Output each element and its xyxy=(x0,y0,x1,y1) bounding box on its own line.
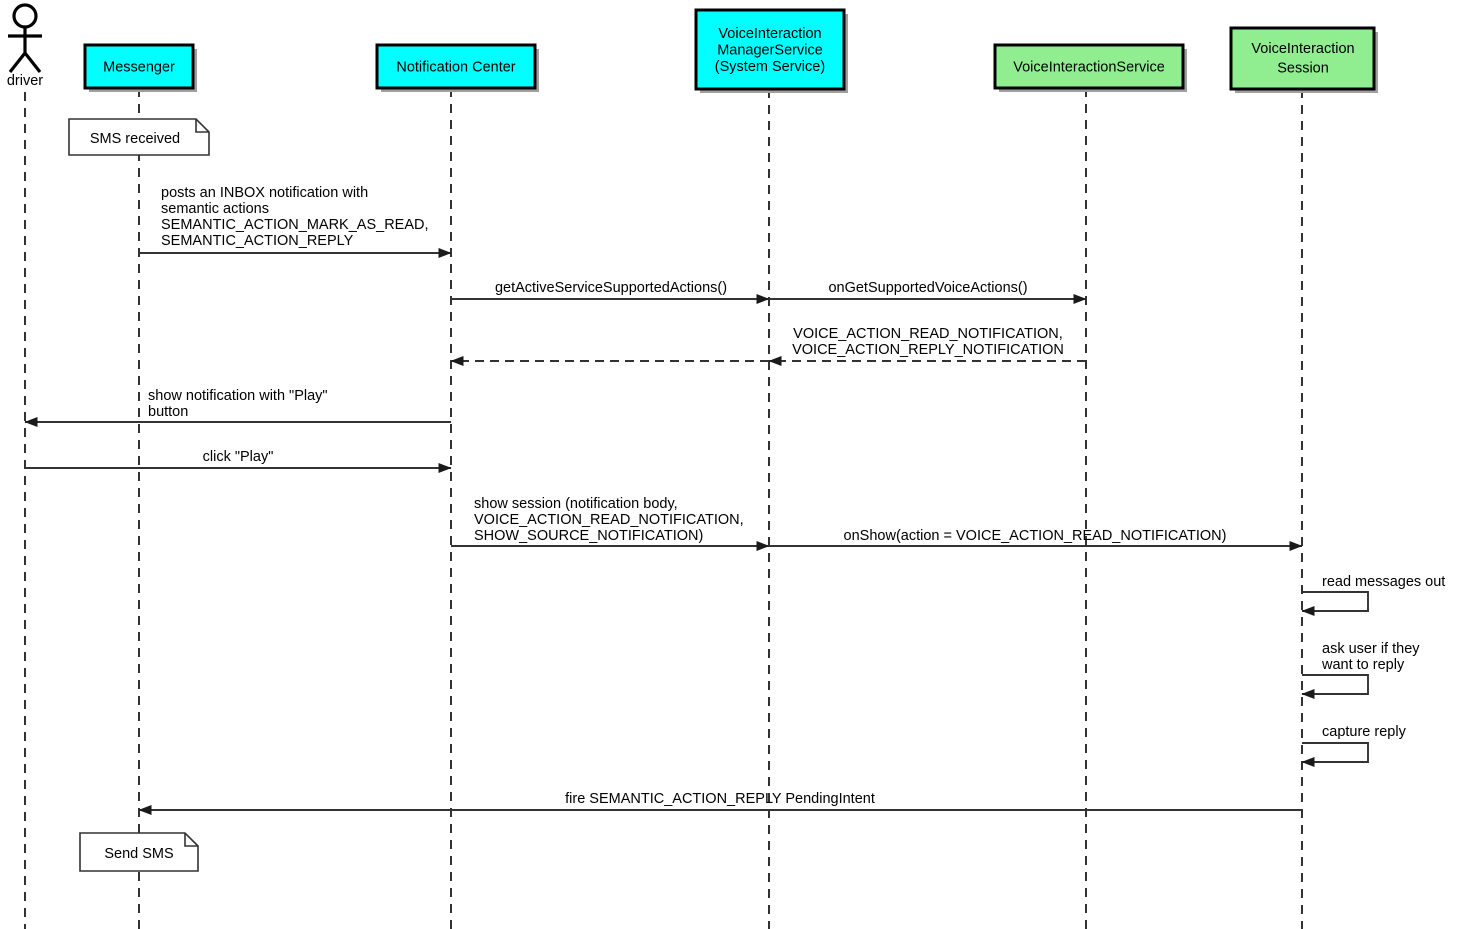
participant-voice-interaction-session[interactable]: VoiceInteraction Session xyxy=(1229,26,1378,93)
message-get-active-service-supported-actions: getActiveServiceSupportedActions() xyxy=(451,280,770,304)
self-call-read-messages-out: read messages out xyxy=(1301,574,1445,616)
participant-voice-interaction-service-box xyxy=(993,43,1185,90)
message-show-session-line2: VOICE_ACTION_READ_NOTIFICATION, xyxy=(474,512,744,528)
message-post-inbox-notification-line4: SEMANTIC_ACTION_REPLY xyxy=(161,233,354,249)
note-send-sms: Send SMS xyxy=(79,832,199,872)
note-sms-received-fold-icon xyxy=(195,119,209,133)
participant-vims-label-line2: ManagerService xyxy=(717,42,823,58)
message-get-active-service-supported-actions-label: getActiveServiceSupportedActions() xyxy=(495,280,727,296)
message-click-play-label: click "Play" xyxy=(203,449,274,465)
participant-voice-interaction-session-box xyxy=(1229,26,1376,91)
message-show-notification-play-line1: show notification with "Play" xyxy=(148,388,328,404)
message-post-inbox-notification: posts an INBOX notification with semanti… xyxy=(139,185,452,258)
participant-voice-interaction-manager-service-box xyxy=(694,8,846,91)
self-call-read-messages-out-path xyxy=(1302,591,1369,612)
actor-right-leg-icon xyxy=(23,52,42,73)
self-call-capture-reply: capture reply xyxy=(1301,724,1407,767)
message-return-voice-actions-line2: VOICE_ACTION_REPLY_NOTIFICATION xyxy=(792,342,1064,358)
message-return-voice-actions-line1: VOICE_ACTION_READ_NOTIFICATION, xyxy=(793,326,1063,342)
participant-notification-center-box xyxy=(375,43,537,90)
self-call-ask-user-reply-line2: want to reply xyxy=(1321,657,1405,673)
participant-voice-interaction-service-label: VoiceInteractionService xyxy=(1013,59,1165,75)
participant-notification-center[interactable]: Notification Center xyxy=(375,43,539,92)
actor-driver[interactable]: driver xyxy=(7,3,43,89)
message-fire-semantic-action-reply: fire SEMANTIC_ACTION_REPLY PendingIntent xyxy=(138,791,1302,815)
note-sms-received-shape xyxy=(68,118,210,156)
message-show-notification-play-line2: button xyxy=(148,404,188,420)
message-post-inbox-notification-line3: SEMANTIC_ACTION_MARK_AS_READ, xyxy=(161,217,429,233)
participant-vims-label-line3: (System Service) xyxy=(715,59,825,75)
note-sms-received-text: SMS received xyxy=(90,131,180,147)
self-call-ask-user-reply-line1: ask user if they xyxy=(1322,641,1420,657)
participant-messenger-label: Messenger xyxy=(103,59,175,75)
note-sms-received: SMS received xyxy=(68,118,210,156)
message-show-session-line3: SHOW_SOURCE_NOTIFICATION) xyxy=(474,528,703,544)
message-on-get-supported-voice-actions-label: onGetSupportedVoiceActions() xyxy=(828,280,1027,296)
participant-vis-label-line1: VoiceInteraction xyxy=(1251,41,1354,57)
message-return-voice-actions: VOICE_ACTION_READ_NOTIFICATION, VOICE_AC… xyxy=(768,326,1086,366)
message-click-play: click "Play" xyxy=(25,449,452,473)
message-on-show-label: onShow(action = VOICE_ACTION_READ_NOTIFI… xyxy=(844,528,1227,544)
message-post-inbox-notification-line2: semantic actions xyxy=(161,201,269,217)
message-on-get-supported-voice-actions: onGetSupportedVoiceActions() xyxy=(769,280,1087,304)
participant-voice-interaction-service[interactable]: VoiceInteractionService xyxy=(993,43,1187,92)
message-show-session: show session (notification body, VOICE_A… xyxy=(451,496,770,551)
note-send-sms-fold-icon xyxy=(184,833,198,847)
lifelines-group xyxy=(24,88,1303,929)
actor-left-leg-icon xyxy=(8,52,27,73)
self-call-capture-reply-label: capture reply xyxy=(1322,724,1407,740)
participant-messenger-box xyxy=(83,43,195,90)
participant-voice-interaction-manager-service[interactable]: VoiceInteraction ManagerService (System … xyxy=(694,8,848,93)
participant-notification-center-label: Notification Center xyxy=(396,59,515,75)
message-post-inbox-notification-line1: posts an INBOX notification with xyxy=(161,185,368,201)
self-call-capture-reply-path xyxy=(1302,742,1369,763)
participant-vis-label-line2: Session xyxy=(1277,60,1329,76)
note-send-sms-shape xyxy=(79,832,199,872)
message-fire-semantic-action-reply-label: fire SEMANTIC_ACTION_REPLY PendingIntent xyxy=(565,791,875,807)
message-show-notification-play: show notification with "Play" button xyxy=(24,388,451,427)
participant-messenger[interactable]: Messenger xyxy=(83,43,197,92)
message-show-session-line1: show session (notification body, xyxy=(474,496,678,512)
participant-vims-label-line1: VoiceInteraction xyxy=(718,26,821,42)
self-call-read-messages-out-label: read messages out xyxy=(1322,574,1445,590)
actor-head-icon xyxy=(12,3,38,29)
actor-label: driver xyxy=(7,73,43,89)
message-on-show: onShow(action = VOICE_ACTION_READ_NOTIFI… xyxy=(769,528,1303,551)
self-call-ask-user-reply: ask user if they want to reply xyxy=(1301,641,1420,699)
note-send-sms-text: Send SMS xyxy=(104,846,173,862)
self-call-ask-user-reply-path xyxy=(1302,674,1369,695)
